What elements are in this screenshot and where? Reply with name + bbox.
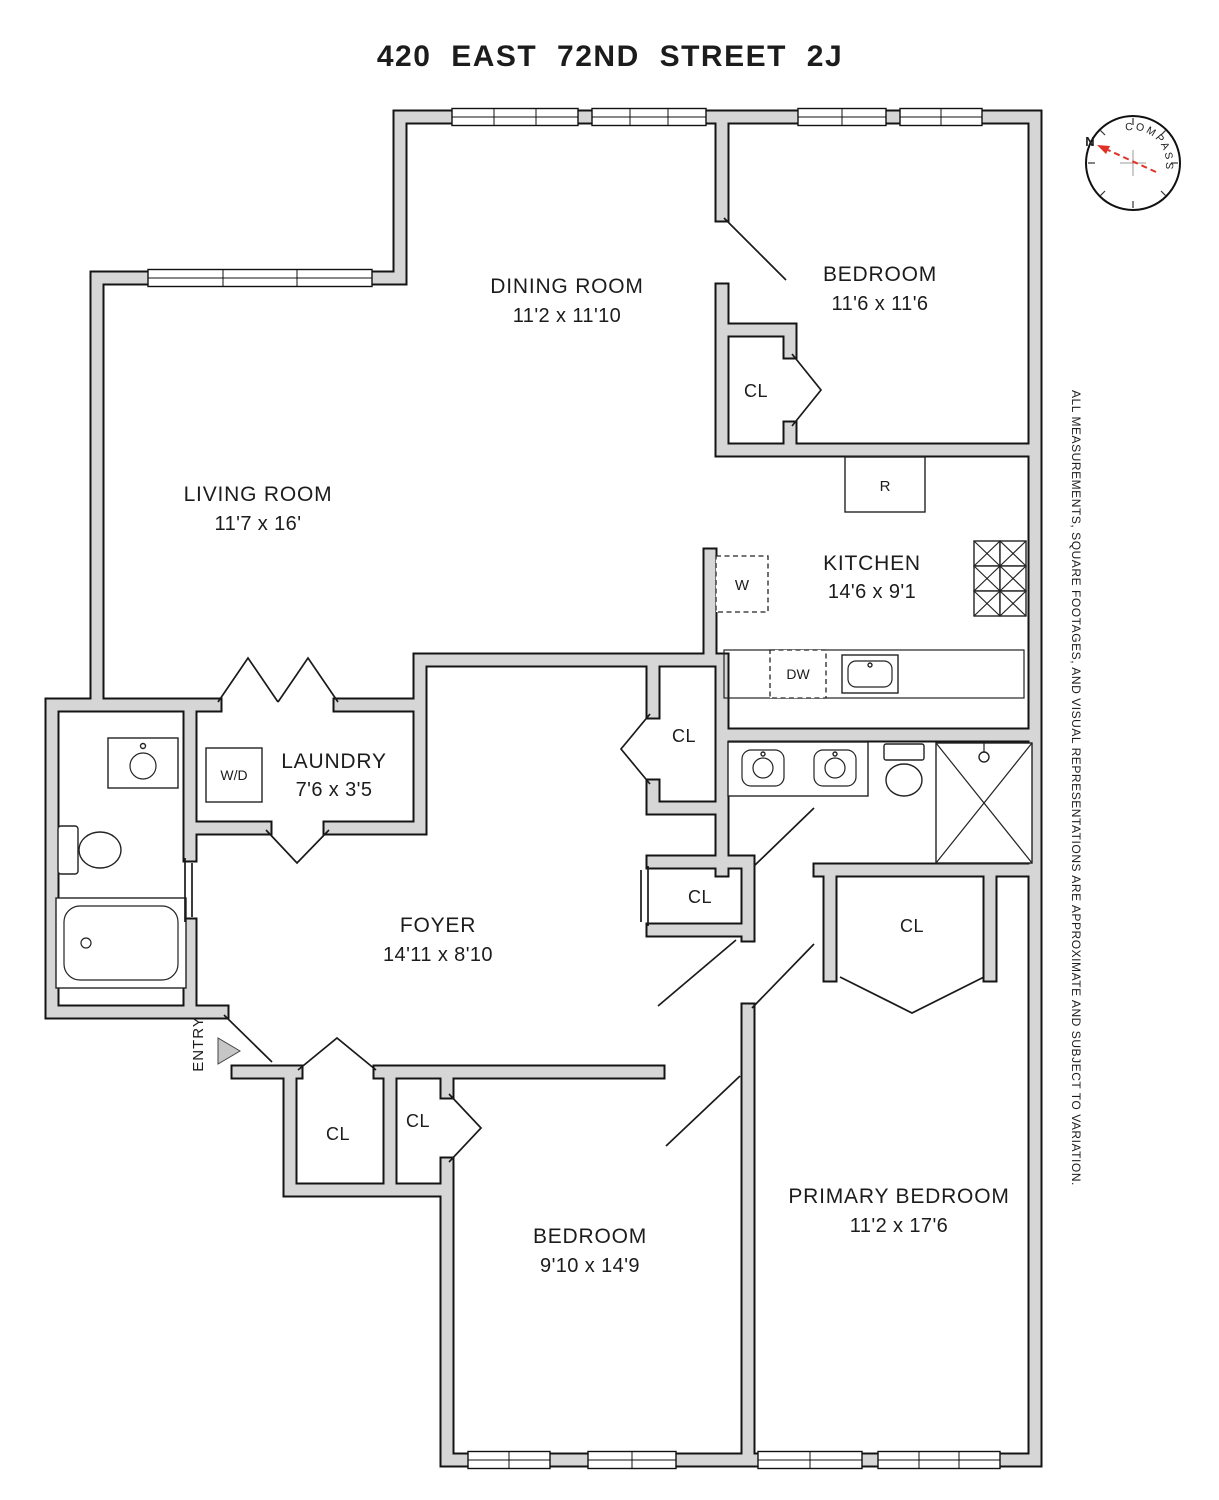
washer-dryer-box [205,747,263,803]
toilet-2 [883,743,925,797]
walls-fill [46,111,1041,1466]
door-swing [723,217,787,281]
kitchen-sink [841,654,899,694]
double-vanity [727,741,869,797]
north-arrowhead [1097,145,1110,154]
walls [44,109,1043,1468]
kitchen-dims: 14'6 x 9'1 [828,581,916,603]
entry-label: ENTRY [190,1016,207,1072]
window-dining-1 [451,107,579,127]
bedroom3-dims: 9'10 x 14'9 [540,1255,640,1277]
window-living [147,268,373,288]
bathtub [55,897,187,989]
laundry-dims: 7'6 x 3'5 [296,779,373,801]
window-dining-2 [591,107,707,127]
doors [184,217,985,1163]
door-swing [665,1075,741,1147]
room-labels: DINING ROOM 11'2 x 11'10 BEDROOM 11'6 x … [184,263,1009,1277]
window-bedroom3-1 [467,1450,551,1470]
washer-label: W [735,577,750,594]
refrigerator-label: R [880,478,891,495]
page-title: 420 EAST 72ND STREET 2J [377,40,843,73]
north-label: N [1085,134,1094,149]
foyer-label: FOYER [400,914,476,937]
window-bedroom2-1 [797,107,887,127]
primary-bedroom-label: PRIMARY BEDROOM [788,1185,1009,1208]
closet-door-chevron [297,1036,377,1071]
toilet [57,825,122,875]
closet-label: CL [744,381,768,401]
closet-label: CL [688,887,712,907]
entry-arrow-icon [217,1037,241,1065]
kitchen-counter [723,649,1025,699]
double-door-leaf [217,656,279,703]
closet-label: CL [406,1111,430,1131]
compass-crosshair [1120,150,1146,176]
fixtures [55,456,1033,1065]
closet-label: CL [326,1124,350,1144]
double-door-leaf [277,656,339,703]
north-needle [1107,149,1157,173]
entry-door-swing [223,1014,273,1063]
closet-door-chevron [619,713,651,785]
bedroom3-label: BEDROOM [533,1225,647,1248]
living-room-dims: 11'7 x 16' [215,513,302,535]
laundry-door-chevron [265,829,330,865]
dishwasher-box [769,649,827,699]
closet-door-chevron [839,976,985,1014]
closet-door-chevron [448,1093,483,1163]
shower [935,742,1033,864]
bathroom-sink [107,737,179,789]
window-bedroom3-2 [587,1450,677,1470]
compass-rose: N COMPASS [1085,115,1181,211]
window-primary-2 [877,1450,1001,1470]
door-swing [657,939,737,1007]
door-swing [753,807,815,867]
closet-label: CL [900,916,924,936]
stove [973,540,1027,617]
refrigerator-box [844,456,926,513]
laundry-label: LAUNDRY [281,750,387,773]
washer-dryer-label: W/D [220,767,247,783]
disclaimer-text: ALL MEASUREMENTS, SQUARE FOOTAGES, AND V… [1069,390,1083,1186]
dining-room-label: DINING ROOM [490,275,643,298]
closet-label: CL [672,726,696,746]
bedroom2-dims: 11'6 x 11'6 [832,293,929,315]
kitchen-label: KITCHEN [823,552,921,575]
primary-bedroom-dims: 11'2 x 17'6 [850,1215,948,1237]
living-room-label: LIVING ROOM [184,483,333,506]
door-swing [751,943,815,1009]
window-bedroom2-2 [899,107,983,127]
closet-door-chevron [791,353,823,427]
bedroom2-label: BEDROOM [823,263,937,286]
washer-box [715,555,769,613]
compass-ticks [1088,118,1178,208]
fixture-labels: CL CL CL CL CL CL R W DW W/D ENTRY [190,381,924,1144]
foyer-dims: 14'11 x 8'10 [383,944,493,966]
window-primary-1 [757,1450,863,1470]
dining-room-dims: 11'2 x 11'10 [513,305,621,327]
dishwasher-label: DW [786,666,810,682]
windows [147,107,1001,1470]
